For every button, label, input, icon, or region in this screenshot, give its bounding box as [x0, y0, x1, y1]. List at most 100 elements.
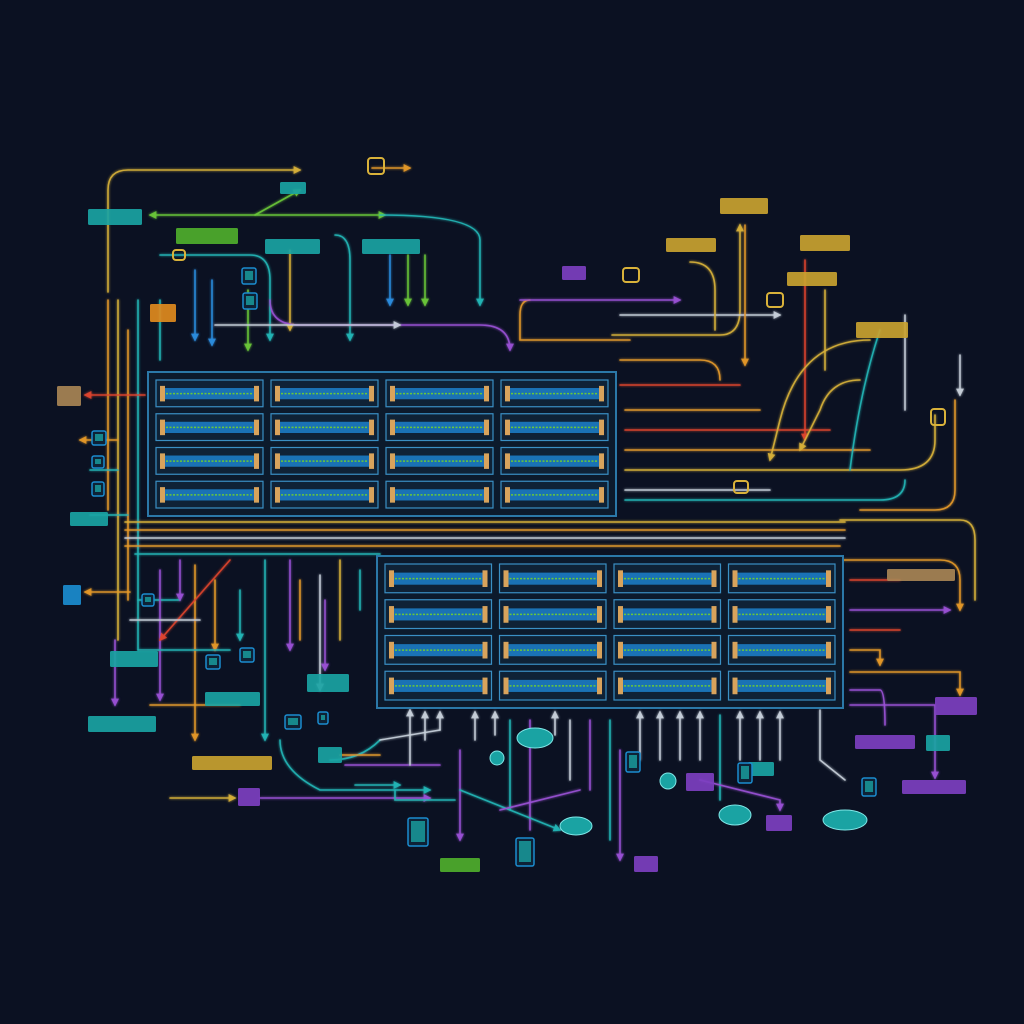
icon-screen — [519, 841, 531, 862]
icon-screen — [321, 715, 325, 720]
cell-end-cap — [597, 570, 602, 587]
wire — [379, 729, 441, 741]
tablet-icon — [91, 481, 105, 497]
cell-end-cap — [482, 641, 488, 659]
label-tag — [787, 272, 837, 286]
cell-end-cap — [160, 487, 165, 503]
tablet-icon — [407, 817, 429, 847]
wire — [849, 689, 886, 726]
label-tag — [720, 198, 768, 214]
label-tag — [318, 747, 342, 763]
wire — [459, 789, 562, 832]
wire — [799, 379, 861, 452]
cell-end-cap — [390, 385, 395, 402]
cell-end-cap — [732, 570, 738, 587]
cell-end-cap — [826, 606, 831, 623]
cell-end-cap — [389, 570, 394, 587]
icon-screen — [243, 651, 251, 658]
icon-screen — [246, 296, 254, 305]
cell-end-cap — [711, 570, 717, 587]
junction-box-icon — [172, 249, 186, 261]
label-tag — [265, 239, 320, 254]
cell-end-cap — [826, 570, 831, 587]
wire — [611, 223, 744, 336]
cell-end-cap — [389, 641, 394, 659]
label-tag — [192, 756, 272, 770]
label-tag — [150, 304, 176, 322]
wire-layer — [78, 164, 976, 862]
icon-screen — [411, 821, 425, 842]
cell-end-cap — [369, 419, 374, 436]
icon-screen — [629, 755, 637, 768]
label-tag — [686, 773, 714, 791]
wire — [849, 649, 884, 667]
label-tag — [70, 512, 108, 526]
cell-end-cap — [254, 487, 259, 503]
wire — [159, 254, 274, 342]
phone-icon — [284, 714, 302, 730]
junction-box-icon — [766, 292, 784, 308]
wire — [107, 166, 302, 293]
label-tag — [855, 735, 915, 749]
cell-end-cap — [711, 677, 717, 695]
tablet-icon — [515, 837, 535, 867]
cell-end-cap — [160, 453, 165, 469]
wire — [767, 339, 871, 462]
tablet-icon — [861, 777, 877, 797]
wire — [859, 399, 956, 511]
cell-end-cap — [369, 487, 374, 503]
cell-end-cap — [275, 419, 280, 436]
cell-end-cap — [597, 641, 602, 659]
junction-box-icon — [622, 267, 640, 283]
cell-end-cap — [275, 453, 280, 469]
icon-screen — [95, 485, 101, 492]
label-tag — [562, 266, 586, 280]
grid-layer — [147, 371, 844, 709]
tablet-icon — [625, 751, 641, 773]
label-tag — [362, 239, 420, 254]
cell-end-cap — [390, 487, 395, 503]
wire — [499, 789, 581, 811]
cell-end-cap — [711, 641, 717, 659]
tablet-icon — [141, 593, 155, 607]
tablet-icon — [737, 762, 753, 784]
label-tag — [856, 322, 908, 338]
label-tag — [88, 209, 142, 225]
cell-end-cap — [503, 570, 509, 587]
cell-end-cap — [482, 570, 488, 587]
label-tag — [307, 674, 349, 692]
cell-end-cap — [484, 487, 489, 503]
cell-end-cap — [599, 419, 604, 436]
label-tag — [110, 651, 158, 667]
wire — [839, 519, 976, 601]
cell-end-cap — [484, 453, 489, 469]
cell-end-cap — [505, 419, 510, 436]
icon-layer — [91, 157, 946, 867]
cell-end-cap — [160, 385, 165, 402]
cell-end-cap — [599, 453, 604, 469]
label-tag-layer — [57, 182, 977, 872]
wire — [839, 559, 964, 612]
tablet-icon — [242, 292, 258, 310]
cell-end-cap — [484, 385, 489, 402]
icon-screen — [741, 766, 749, 779]
wire — [699, 779, 784, 812]
cell-end-cap — [597, 677, 602, 695]
label-tag — [800, 235, 850, 251]
cloud-node-icon — [659, 772, 677, 790]
cell-end-cap — [503, 606, 509, 623]
cloud-node-icon — [822, 809, 868, 831]
cell-end-cap — [618, 606, 623, 623]
cell-end-cap — [505, 487, 510, 503]
wire — [279, 739, 432, 794]
cell-end-cap — [160, 419, 165, 436]
label-tag — [176, 228, 238, 244]
label-tag — [766, 815, 792, 831]
icon-screen — [288, 718, 298, 725]
cell-end-cap — [484, 419, 489, 436]
cell-end-cap — [732, 606, 738, 623]
cloud-node-icon — [516, 727, 554, 749]
wire — [689, 261, 716, 331]
